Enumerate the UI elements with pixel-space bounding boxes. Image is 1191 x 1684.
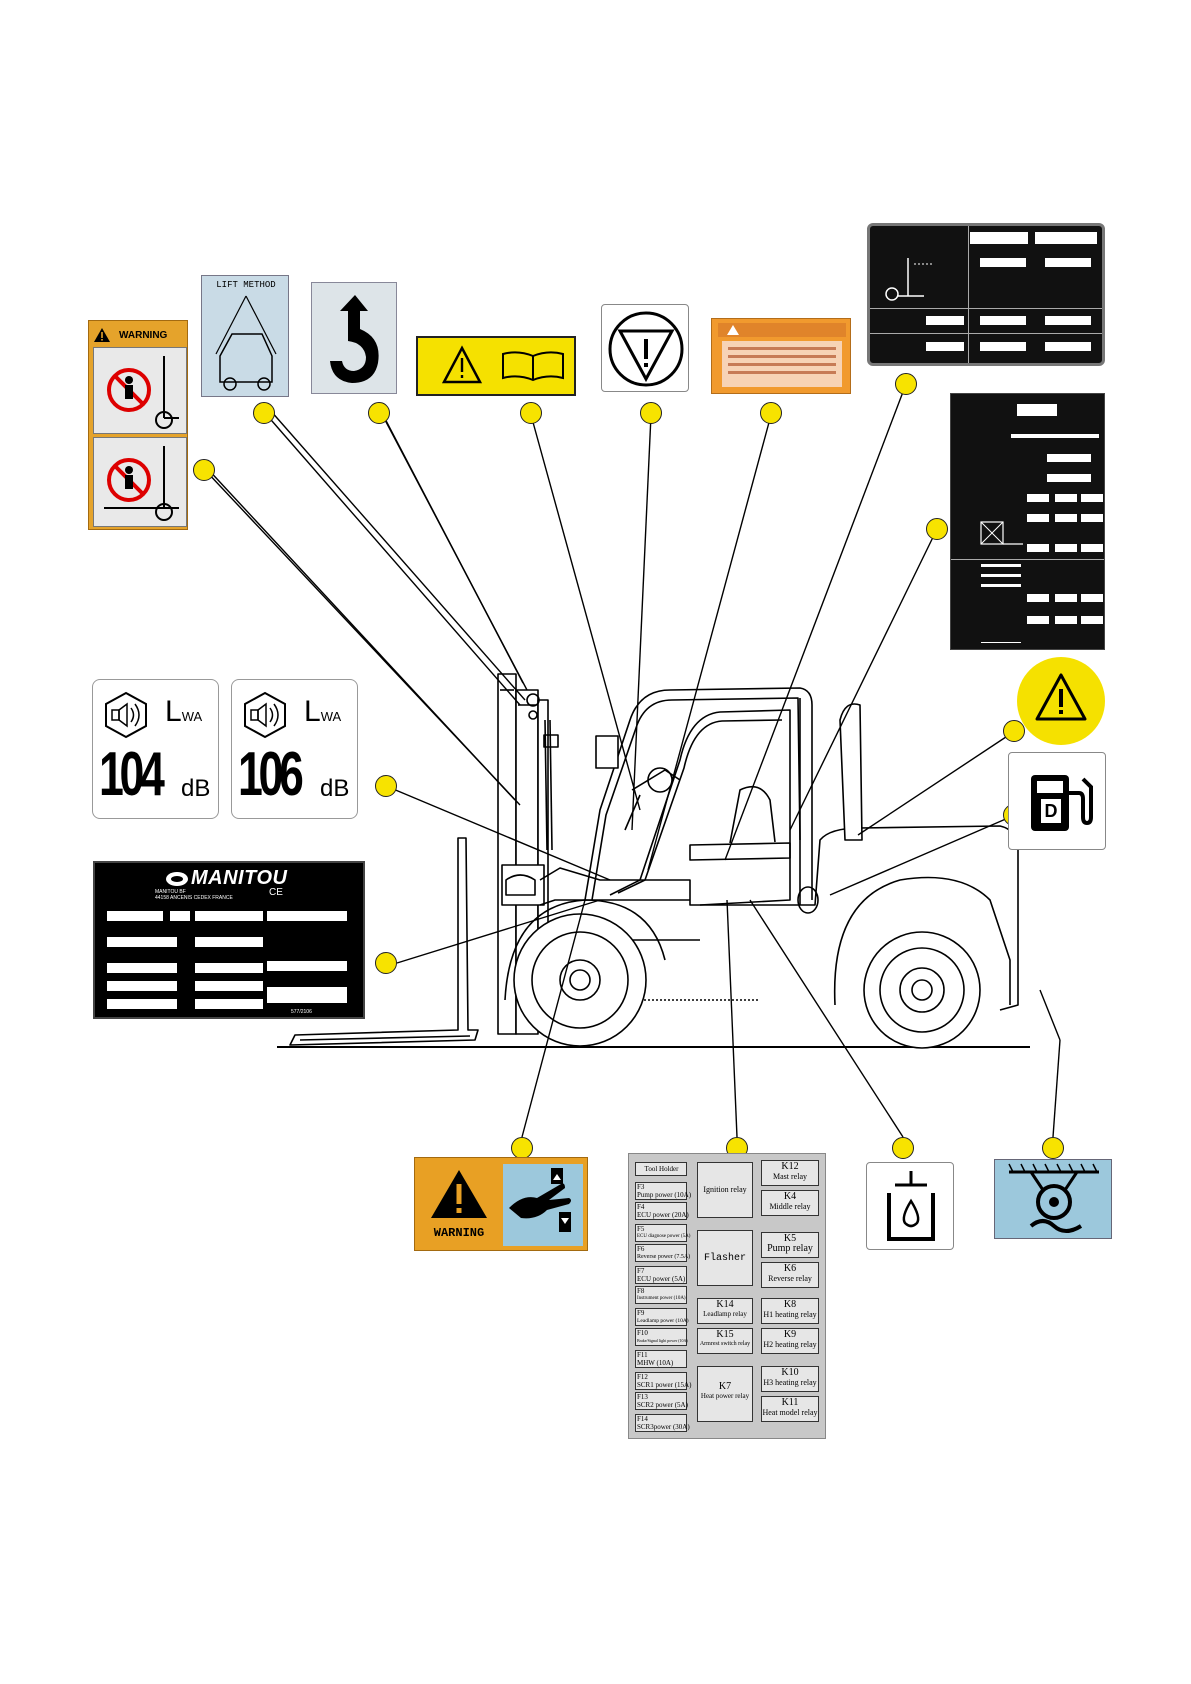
flasher-box: Flasher: [697, 1230, 753, 1286]
hydraulic-oil-tank-icon: [887, 1171, 935, 1241]
ignition-relay-box: Ignition relay: [697, 1162, 753, 1218]
load-diagram-decal: [950, 393, 1105, 650]
tool-holder-label: Tool Holder: [635, 1162, 687, 1176]
callout-marker: [375, 775, 397, 797]
hook-icon: [330, 295, 379, 383]
callout-marker: [193, 459, 215, 481]
leader-lines: [204, 383, 1061, 1138]
noise-unit: dB: [181, 775, 211, 802]
callout-marker: [1042, 1137, 1064, 1159]
noise-level-106-decal: LWA 106 dB: [231, 679, 358, 819]
tie-down-point-decal: [994, 1159, 1112, 1239]
circled-exclamation-triangle-icon: [608, 311, 684, 387]
forklift-silhouette-icon: [885, 258, 934, 301]
read-manual-decal: [416, 336, 576, 396]
orange-instruction-decal: [711, 318, 851, 394]
noise-symbol: L: [304, 695, 321, 728]
loudspeaker-icon: [105, 691, 147, 739]
callout-marker: [375, 952, 397, 974]
callout-marker: [926, 518, 948, 540]
warning-triangle-icon: [1035, 673, 1087, 721]
manitou-identification-plate: MANITOU MANITOU BF 44158 ANCENIS CEDEX F…: [93, 861, 365, 1019]
callout-marker: [368, 402, 390, 424]
noise-symbol: L: [165, 695, 182, 728]
warning-triangle-icon: [94, 328, 110, 342]
fuel-letter: D: [1041, 799, 1061, 823]
lift-method-decal: LIFT METHOD: [201, 275, 289, 397]
lifting-hook-decal: [311, 282, 397, 394]
warning-triangle-icon: [727, 325, 739, 335]
warning-and-manual-icon: [441, 345, 564, 384]
crush-hazard-warning-decal: WARNING: [414, 1157, 588, 1251]
callout-marker: [520, 402, 542, 424]
noise-subscript: WA: [320, 709, 342, 724]
ce-mark: CE: [269, 887, 283, 898]
noise-unit: dB: [320, 775, 350, 802]
emergency-stop-symbol-decal: [601, 304, 689, 392]
noise-value: 106: [238, 740, 304, 809]
plate-company: MANITOU BF: [155, 889, 186, 895]
noise-value: 104: [99, 740, 165, 809]
noise-level-104-decal: LWA 104 dB: [92, 679, 219, 819]
noise-subscript: WA: [181, 709, 203, 724]
callout-marker: [760, 402, 782, 424]
plate-brand: MANITOU: [191, 867, 288, 889]
callout-marker: [511, 1137, 533, 1159]
loudspeaker-icon: [244, 691, 286, 739]
callout-marker: [892, 1137, 914, 1159]
plate-serial: 577/2106: [291, 1009, 312, 1015]
hydraulic-oil-decal: [866, 1162, 954, 1250]
manitou-logo-icon: [166, 871, 188, 886]
hand-crush-icon: [509, 1168, 571, 1232]
load-box-icon: [980, 521, 1023, 545]
crane-lift-forklift-icon: [215, 295, 277, 391]
no-person-on-forks-icon: [104, 446, 179, 521]
no-person-on-mast-icon: [107, 356, 179, 429]
warning-no-riders-decal: WARNING: [88, 320, 188, 530]
plate-address: 44158 ANCENIS CEDEX FRANCE: [155, 895, 233, 901]
warning-triangle-icon: [431, 1170, 487, 1218]
callout-marker: [640, 402, 662, 424]
callout-marker: [895, 373, 917, 395]
general-warning-circle-decal: [1017, 657, 1105, 745]
load-capacity-chart-decal: [867, 223, 1105, 366]
pinch-warning-label: WARNING: [433, 1226, 485, 1240]
warning-header: WARNING: [119, 329, 168, 341]
callout-marker: [253, 402, 275, 424]
lift-method-title: LIFT METHOD: [216, 280, 276, 290]
tie-down-rope-icon: [1008, 1163, 1099, 1233]
callout-marker: [1003, 720, 1025, 742]
diesel-fuel-decal: D: [1008, 752, 1106, 850]
